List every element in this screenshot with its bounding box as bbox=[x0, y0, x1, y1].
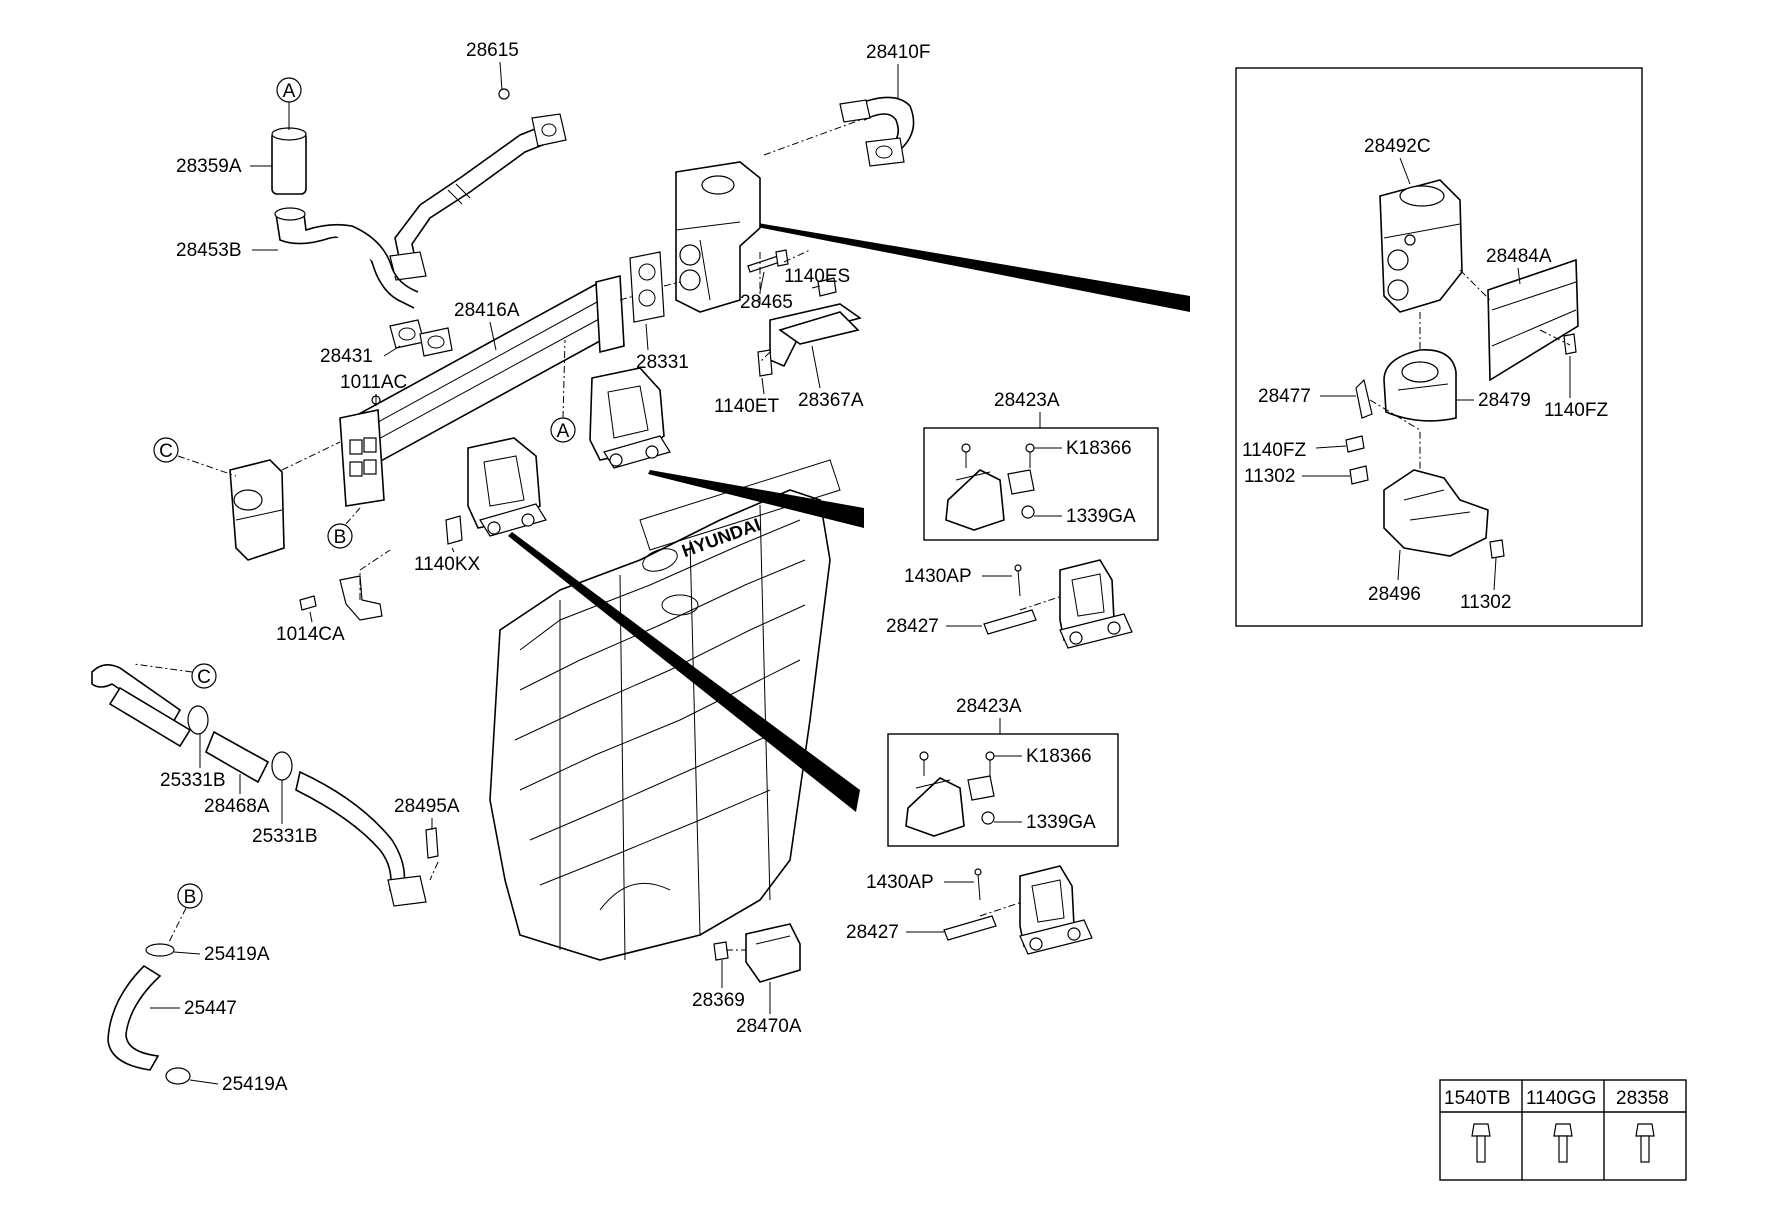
hose-28359A bbox=[271, 127, 307, 195]
fastener-table: 1540TB 1140GG 28358 bbox=[1439, 1079, 1687, 1181]
label-28495A: 28495A bbox=[394, 796, 460, 817]
label-1140KX: 1140KX bbox=[414, 554, 481, 575]
label-28479: 28479 bbox=[1478, 390, 1531, 411]
gasket-28331 bbox=[629, 251, 665, 323]
label-28427-2: 28427 bbox=[846, 922, 899, 943]
callout-c-flange: C bbox=[153, 437, 237, 477]
label-1140FZ-2: 1140FZ bbox=[1242, 440, 1306, 461]
label-1140FZ-1: 1140FZ bbox=[1544, 400, 1608, 421]
svg-text:B: B bbox=[334, 527, 347, 548]
gasket-28431 bbox=[389, 319, 453, 357]
label-K18366-2: K18366 bbox=[1026, 746, 1092, 767]
detail-box-28423A-upper bbox=[923, 427, 1159, 541]
label-1011AC: 1011AC bbox=[340, 372, 407, 393]
label-1014CA: 1014CA bbox=[276, 624, 345, 645]
callout-b-hose: B bbox=[167, 883, 203, 945]
svg-text:A: A bbox=[283, 81, 296, 102]
egr-valve bbox=[675, 161, 761, 313]
label-28359A: 28359A bbox=[176, 156, 242, 177]
label-25419A-1: 25419A bbox=[204, 944, 270, 965]
bolt-28465 bbox=[747, 249, 789, 273]
label-28484A: 28484A bbox=[1486, 246, 1552, 267]
label-28615: 28615 bbox=[466, 40, 519, 61]
label-28369: 28369 bbox=[692, 990, 745, 1011]
label-11302-2: 11302 bbox=[1460, 592, 1511, 613]
bracket-28367A bbox=[757, 277, 862, 377]
engine-mount-bracket-center bbox=[589, 367, 671, 469]
label-28423A-1: 28423A bbox=[994, 390, 1060, 411]
bracket-1014CA bbox=[299, 575, 383, 621]
leader-wedges bbox=[508, 222, 1190, 812]
label-28367A: 28367A bbox=[798, 390, 864, 411]
egr-cooler-28416A bbox=[339, 274, 625, 507]
label-28492C: 28492C bbox=[1364, 136, 1431, 157]
label-1339GA-1: 1339GA bbox=[1066, 506, 1136, 527]
bracket-28427-lower bbox=[943, 865, 1093, 955]
bolt-icon-1540TB bbox=[1471, 1123, 1491, 1163]
label-1140ET: 1140ET bbox=[714, 396, 780, 417]
bracket-28427-upper bbox=[983, 559, 1133, 649]
label-1140ES: 1140ES bbox=[784, 266, 850, 287]
detail-box-egr-valve bbox=[1235, 67, 1643, 627]
label-25419A-2: 25419A bbox=[222, 1074, 288, 1095]
table-header-28358: 28358 bbox=[1616, 1088, 1669, 1109]
label-28423A-2: 28423A bbox=[956, 696, 1022, 717]
label-28410F: 28410F bbox=[866, 42, 930, 63]
label-28468A: 28468A bbox=[204, 796, 270, 817]
svg-text:C: C bbox=[159, 441, 173, 462]
label-28431: 28431 bbox=[320, 346, 373, 367]
pipe-assembly-c bbox=[91, 664, 439, 907]
label-28477: 28477 bbox=[1258, 386, 1311, 407]
label-28331: 28331 bbox=[636, 352, 689, 373]
engine-block: HYUNDAI bbox=[489, 459, 841, 961]
alignment-lines bbox=[281, 249, 1063, 951]
flange-c bbox=[229, 459, 285, 561]
callout-a-top: A bbox=[276, 77, 302, 130]
label-28496: 28496 bbox=[1368, 584, 1421, 605]
callout-a-cooler: A bbox=[550, 339, 576, 443]
label-28427-1: 28427 bbox=[886, 616, 939, 637]
table-header-1140GG: 1140GG bbox=[1526, 1088, 1596, 1109]
svg-text:C: C bbox=[197, 667, 211, 688]
egr-pipe-28410F bbox=[763, 96, 915, 167]
hose-28453B bbox=[274, 207, 419, 309]
bolt-icon-28358 bbox=[1635, 1123, 1655, 1163]
label-28465: 28465 bbox=[740, 292, 793, 313]
bolt-icon-1140GG bbox=[1553, 1123, 1573, 1163]
label-K18366-1: K18366 bbox=[1066, 438, 1132, 459]
callout-b-cooler: B bbox=[327, 507, 361, 549]
part-labels: 28615 28410F 28359A 28453B 28416A 28431 … bbox=[150, 40, 1608, 1095]
table-header-1540TB: 1540TB bbox=[1444, 1088, 1511, 1109]
label-11302-1: 11302 bbox=[1244, 466, 1295, 487]
svg-text:B: B bbox=[184, 887, 197, 908]
label-25331B-1: 25331B bbox=[160, 770, 226, 791]
label-1339GA-2: 1339GA bbox=[1026, 812, 1096, 833]
label-25447: 25447 bbox=[184, 998, 237, 1019]
label-1430AP-1: 1430AP bbox=[904, 566, 972, 587]
label-28453B: 28453B bbox=[176, 240, 242, 261]
detail-box-28423A-lower bbox=[887, 733, 1119, 847]
label-1430AP-2: 1430AP bbox=[866, 872, 934, 893]
egr-pipe-28615 bbox=[389, 88, 567, 281]
label-25331B-2: 25331B bbox=[252, 826, 318, 847]
label-28470A: 28470A bbox=[736, 1016, 802, 1037]
callout-c-pipe: C bbox=[133, 663, 217, 689]
label-28416A: 28416A bbox=[454, 300, 520, 321]
hose-b-25447 bbox=[107, 943, 191, 1085]
svg-text:A: A bbox=[557, 421, 570, 442]
engine-mount-bracket-left bbox=[445, 437, 547, 545]
bracket-28470A bbox=[713, 923, 801, 983]
